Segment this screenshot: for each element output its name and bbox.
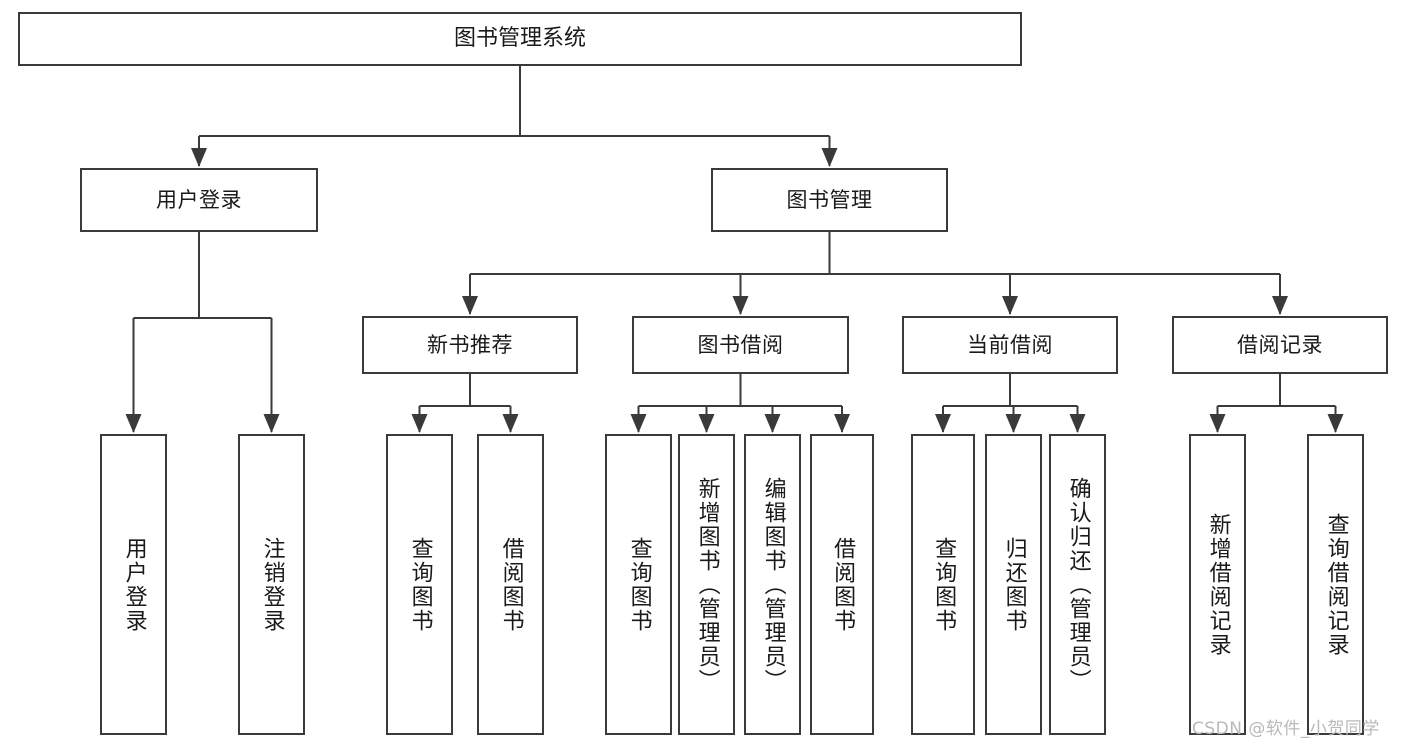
- node-leaf-return-book[interactable]: 归还图书: [985, 434, 1042, 735]
- node-leaf-confirm-return-label: 确认归还（管理员）: [1065, 476, 1091, 693]
- node-leaf-add-record[interactable]: 新增借阅记录: [1189, 434, 1246, 735]
- node-leaf-edit-book-label: 编辑图书（管理员）: [760, 476, 786, 693]
- node-root[interactable]: 图书管理系统: [18, 12, 1022, 66]
- node-leaf-borrow-book-rec-label: 借阅图书: [498, 536, 524, 633]
- node-leaf-query-book-current-label: 查询图书: [931, 536, 957, 633]
- node-book-manage-label: 图书管理: [786, 187, 873, 212]
- node-leaf-logout-label: 注销登录: [259, 536, 285, 633]
- node-book-manage[interactable]: 图书管理: [711, 168, 948, 232]
- node-leaf-user-login-label: 用户登录: [121, 536, 147, 633]
- node-new-book-rec-label: 新书推荐: [427, 332, 513, 357]
- node-leaf-query-book-current[interactable]: 查询图书: [911, 434, 975, 735]
- node-leaf-add-book-label: 新增图书（管理员）: [694, 476, 720, 693]
- node-user-login-label: 用户登录: [156, 187, 242, 212]
- watermark: CSDN @软件_小贺同学: [1192, 714, 1380, 739]
- node-book-borrow-label: 图书借阅: [697, 332, 784, 357]
- node-leaf-query-record[interactable]: 查询借阅记录: [1307, 434, 1364, 735]
- node-leaf-borrow-book[interactable]: 借阅图书: [810, 434, 874, 735]
- node-leaf-query-book-rec-label: 查询图书: [407, 536, 433, 633]
- node-leaf-logout[interactable]: 注销登录: [238, 434, 305, 735]
- node-current-borrow[interactable]: 当前借阅: [902, 316, 1118, 374]
- node-book-borrow[interactable]: 图书借阅: [632, 316, 849, 374]
- node-current-borrow-label: 当前借阅: [967, 332, 1053, 357]
- node-leaf-query-record-label: 查询借阅记录: [1323, 512, 1349, 657]
- watermark-text: CSDN @软件_小贺同学: [1192, 719, 1380, 739]
- node-new-book-rec[interactable]: 新书推荐: [362, 316, 578, 374]
- node-leaf-borrow-book-label: 借阅图书: [830, 536, 856, 633]
- node-leaf-query-book-rec[interactable]: 查询图书: [386, 434, 453, 735]
- node-borrow-record[interactable]: 借阅记录: [1172, 316, 1388, 374]
- node-leaf-add-record-label: 新增借阅记录: [1205, 512, 1231, 657]
- node-user-login[interactable]: 用户登录: [80, 168, 318, 232]
- node-root-label: 图书管理系统: [453, 25, 586, 51]
- node-leaf-user-login[interactable]: 用户登录: [100, 434, 167, 735]
- node-leaf-add-book[interactable]: 新增图书（管理员）: [678, 434, 735, 735]
- node-borrow-record-label: 借阅记录: [1237, 332, 1323, 357]
- node-leaf-borrow-book-rec[interactable]: 借阅图书: [477, 434, 544, 735]
- node-leaf-confirm-return[interactable]: 确认归还（管理员）: [1049, 434, 1106, 735]
- node-leaf-edit-book[interactable]: 编辑图书（管理员）: [744, 434, 801, 735]
- node-leaf-return-book-label: 归还图书: [1001, 536, 1027, 633]
- node-leaf-query-book-borrow-label: 查询图书: [626, 536, 652, 633]
- node-leaf-query-book-borrow[interactable]: 查询图书: [605, 434, 672, 735]
